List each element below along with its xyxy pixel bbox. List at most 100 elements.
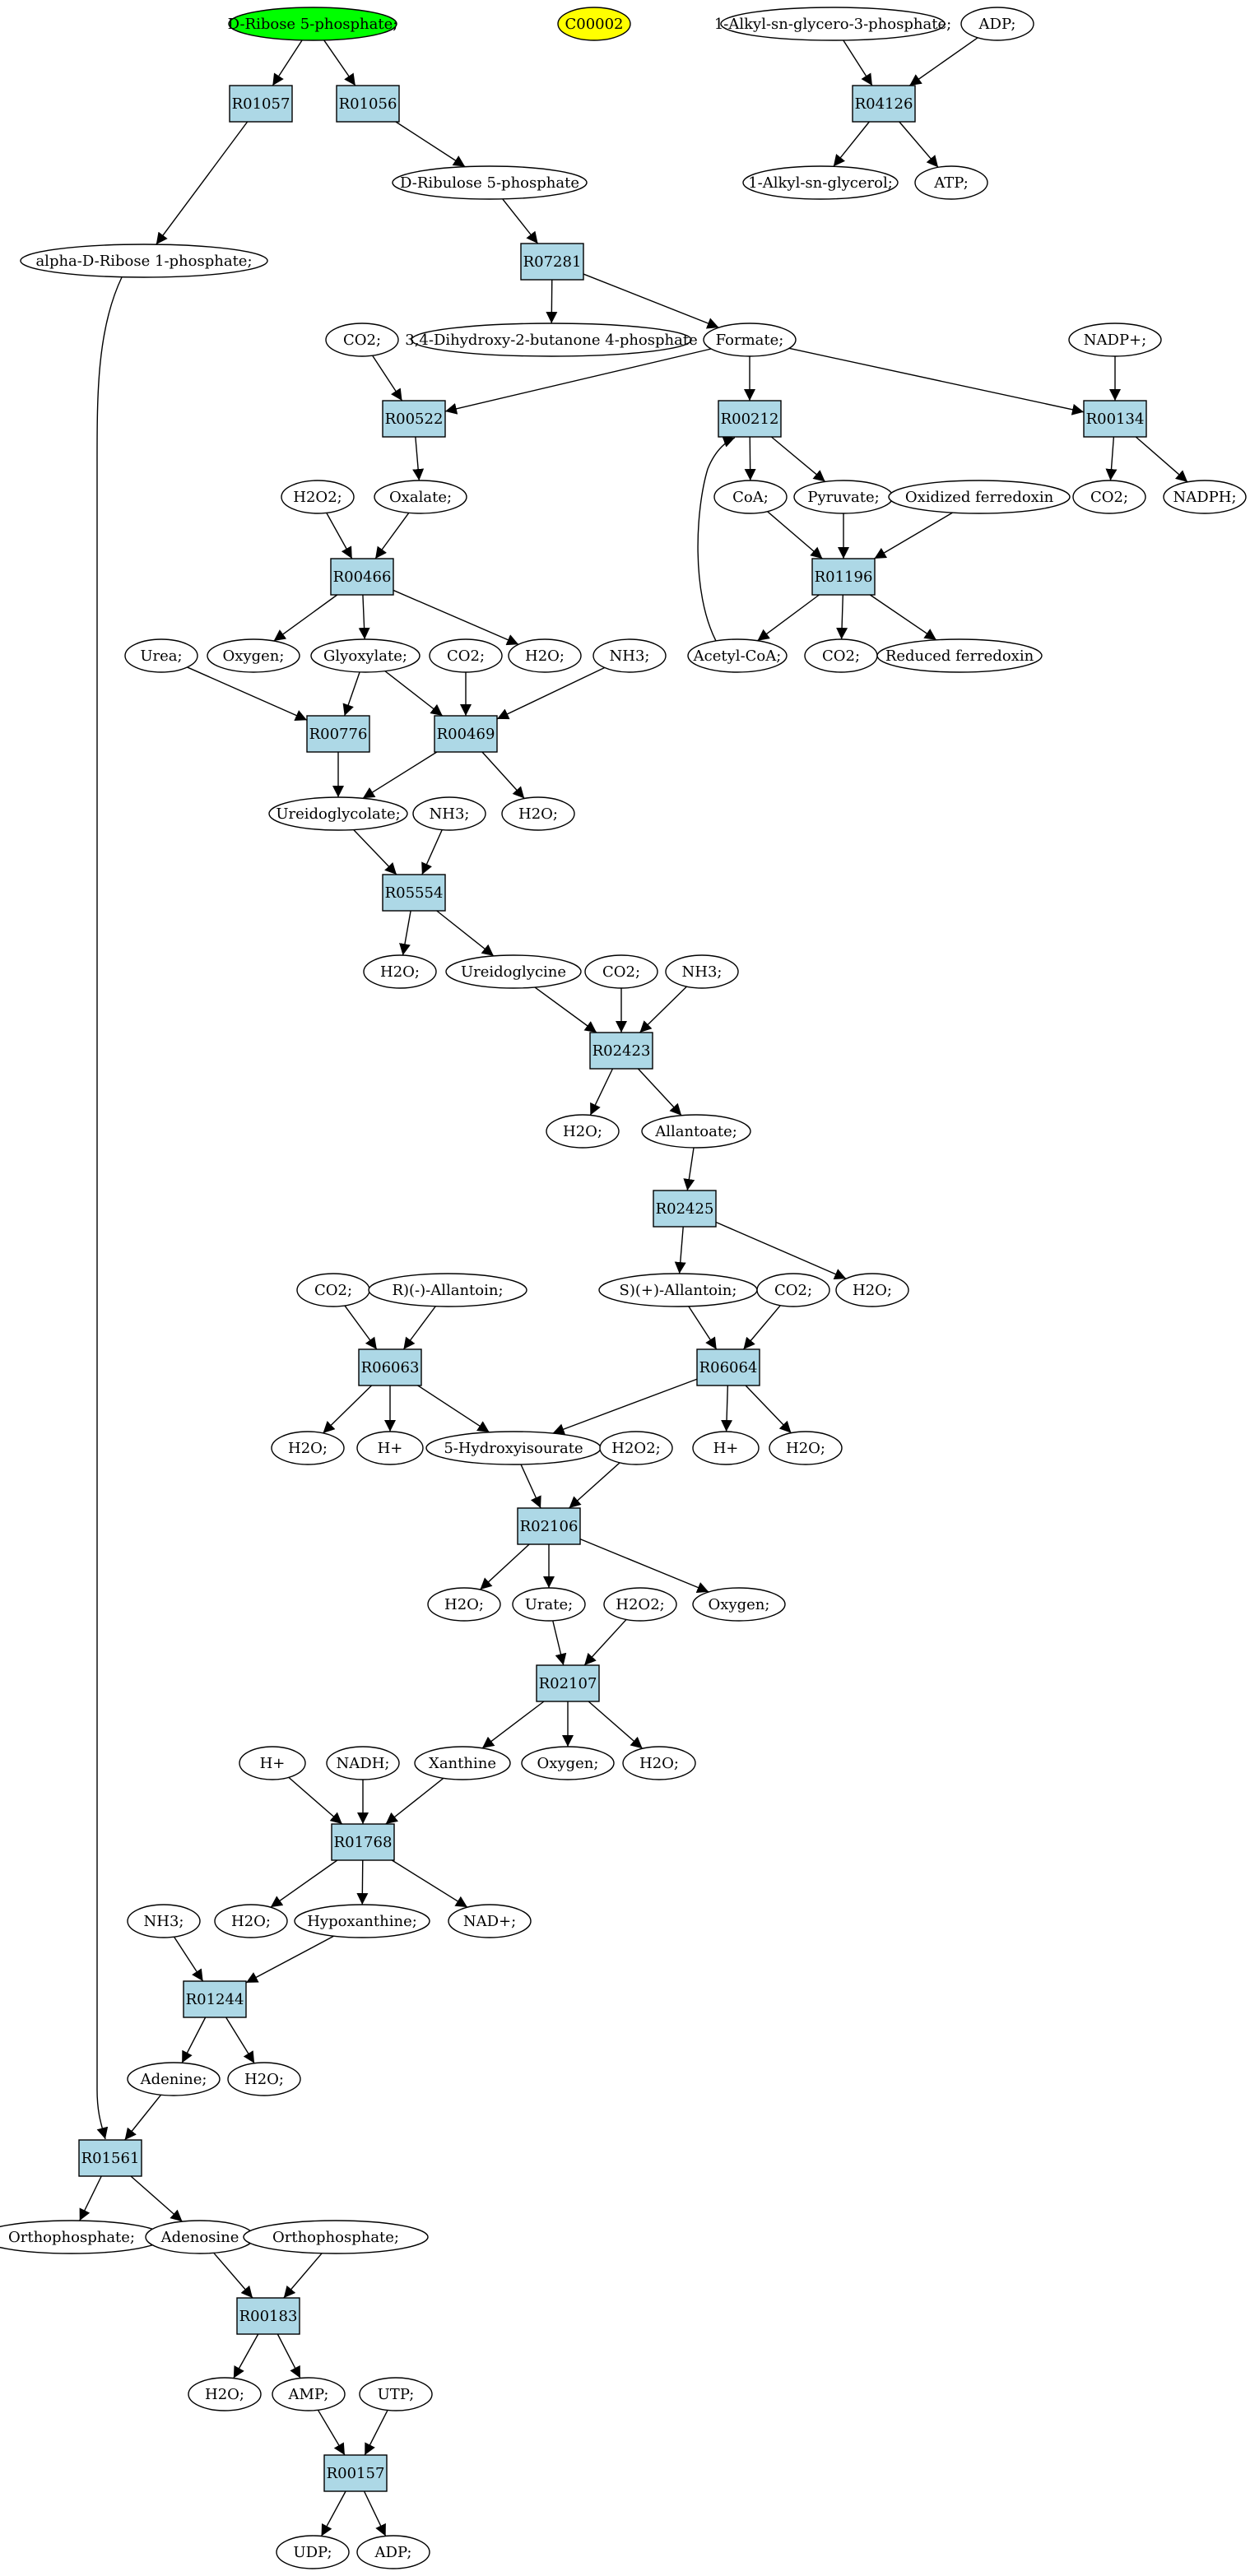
reaction-R06064[interactable]: R06064 <box>696 1348 760 1386</box>
reaction-label: R01056 <box>339 95 397 113</box>
compound-shape <box>1163 480 1247 514</box>
edge-c_nh3_c-to-r_R02423 <box>639 986 687 1033</box>
compound-h2o-k: H2O; <box>227 2062 301 2096</box>
reaction-R04126[interactable]: R04126 <box>852 85 916 123</box>
reaction-box[interactable] <box>358 1348 422 1386</box>
reaction-R00134[interactable]: R00134 <box>1083 400 1147 438</box>
edge-c_glyoxylate-to-r_R00776 <box>342 671 360 717</box>
reaction-R02425[interactable]: R02425 <box>653 1190 717 1228</box>
edge-c_formate-to-r_R00134 <box>788 347 1085 415</box>
compound-shape <box>1072 480 1146 514</box>
reaction-box[interactable] <box>229 85 293 123</box>
reaction-label: R00776 <box>309 726 368 743</box>
compound-nadph: NADPH; <box>1163 480 1247 514</box>
reaction-label: R05554 <box>385 884 444 902</box>
compound-shape <box>127 2062 221 2096</box>
reaction-label: R01196 <box>815 569 873 586</box>
reaction-R00522[interactable]: R00522 <box>382 400 446 438</box>
compound-nadpplus: NADP+; <box>1068 323 1162 357</box>
compound-label: H2O; <box>380 963 420 981</box>
compound-co2-d: CO2; <box>804 638 878 673</box>
reaction-box[interactable] <box>331 1823 395 1861</box>
reaction-box[interactable] <box>536 1664 600 1702</box>
reaction-R00776[interactable]: R00776 <box>306 715 370 753</box>
compound-shape <box>294 1904 430 1938</box>
reaction-box[interactable] <box>183 1980 247 2018</box>
compound-label: H2O; <box>244 2071 284 2088</box>
edge-c_nh3_d-to-r_R01244 <box>173 1936 204 1982</box>
edge-r_R01768-to-c_nadplus <box>391 1859 468 1908</box>
reaction-R01561[interactable]: R01561 <box>78 2139 142 2177</box>
compound-h2o-d: H2O; <box>546 1114 620 1149</box>
reaction-box[interactable] <box>1083 400 1147 438</box>
reaction-box[interactable] <box>236 2297 300 2335</box>
reaction-R01056[interactable]: R01056 <box>336 85 400 123</box>
reaction-R02106[interactable]: R02106 <box>517 1507 581 1545</box>
edge-c_h2o2_a-to-r_R00466 <box>326 513 353 559</box>
reaction-edges <box>79 37 1188 2537</box>
reaction-R00157[interactable]: R00157 <box>323 2454 388 2492</box>
reaction-box[interactable] <box>330 558 394 596</box>
reaction-R00466[interactable]: R00466 <box>330 558 394 596</box>
reaction-R01196[interactable]: R01196 <box>811 558 876 596</box>
reaction-box[interactable] <box>696 1348 760 1386</box>
reaction-R02423[interactable]: R02423 <box>589 1032 653 1070</box>
edge-r_R07281-to-c_formate <box>583 273 719 329</box>
compound-label: H2O; <box>525 647 565 665</box>
edge-r_R00466-to-c_h2o_a <box>393 589 519 646</box>
compound-shape <box>769 1431 843 1465</box>
reaction-R01768[interactable]: R01768 <box>331 1823 395 1861</box>
compound-label: Xanthine <box>429 1755 496 1772</box>
reaction-box[interactable] <box>382 400 446 438</box>
edge-r_R06064-to-c_h2o_g <box>745 1385 792 1434</box>
reaction-box[interactable] <box>653 1190 717 1228</box>
compound-label: CO2; <box>1090 489 1128 506</box>
compound-label: Urate; <box>525 1596 573 1613</box>
compound-c00002: C00002 <box>557 7 631 41</box>
edge-r_R01196-to-c_redferredoxin <box>869 594 937 641</box>
reaction-box[interactable] <box>811 558 876 596</box>
edge-r_R04126-to-c_alkylglycerol <box>833 121 870 167</box>
compound-label: Oxygen; <box>537 1755 599 1772</box>
reaction-R02107[interactable]: R02107 <box>536 1664 600 1702</box>
reaction-box[interactable] <box>336 85 400 123</box>
compound-label: ADP; <box>978 16 1016 33</box>
reaction-R06063[interactable]: R06063 <box>358 1348 422 1386</box>
reaction-box[interactable] <box>852 85 916 123</box>
compound-redferredoxin: Reduced ferredoxin <box>876 638 1043 673</box>
compound-oxalate: Oxalate; <box>374 480 467 514</box>
reaction-R07281[interactable]: R07281 <box>520 243 584 281</box>
edge-r_R00469-to-c_ureidoglycolate <box>362 751 438 799</box>
compound-label: UTP; <box>378 2386 415 2403</box>
reaction-R01057[interactable]: R01057 <box>229 85 293 123</box>
reaction-box[interactable] <box>520 243 584 281</box>
compound-h2o-c: H2O; <box>363 954 437 989</box>
compound-h2o2-b: H2O2; <box>599 1431 673 1465</box>
reaction-box[interactable] <box>718 400 782 438</box>
edge-c_h2o2_c-to-r_R02107 <box>583 1618 627 1666</box>
reaction-box[interactable] <box>517 1507 581 1545</box>
reaction-box[interactable] <box>589 1032 653 1070</box>
reaction-R01244[interactable]: R01244 <box>183 1980 247 2018</box>
edge-r_R06063-to-c_hydroxyisourate <box>417 1385 490 1433</box>
reaction-box[interactable] <box>306 715 370 753</box>
edge-r_R01056-to-c_ribulose5p <box>395 121 466 168</box>
compound-label: CO2; <box>822 647 860 665</box>
compound-shape <box>214 1904 288 1938</box>
reaction-box[interactable] <box>434 715 498 753</box>
reaction-R05554[interactable]: R05554 <box>382 874 446 912</box>
compound-shape <box>713 480 788 514</box>
reaction-R00183[interactable]: R00183 <box>236 2297 300 2335</box>
reaction-R00469[interactable]: R00469 <box>434 715 498 753</box>
compound-h2o2-c: H2O2; <box>603 1587 677 1622</box>
reaction-box[interactable] <box>78 2139 142 2177</box>
compound-shape <box>20 244 268 278</box>
reaction-R00212[interactable]: R00212 <box>718 400 782 438</box>
reaction-box[interactable] <box>323 2454 388 2492</box>
compound-shape <box>742 165 899 200</box>
compound-adenine: Adenine; <box>127 2062 221 2096</box>
compound-shape <box>325 323 399 357</box>
reaction-label: R00212 <box>721 411 779 428</box>
reaction-box[interactable] <box>382 874 446 912</box>
